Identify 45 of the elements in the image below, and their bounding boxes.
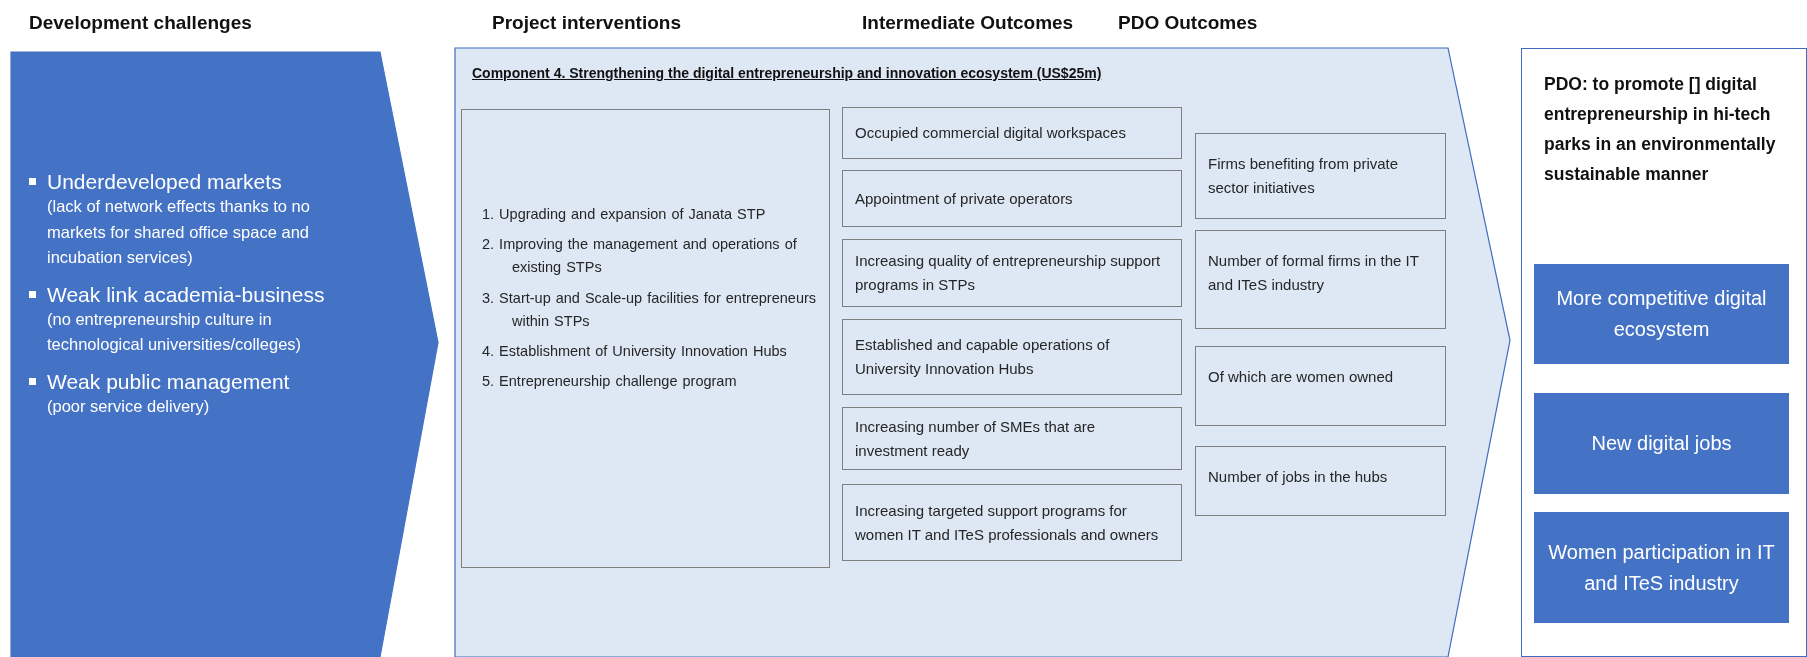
- challenge-heading: Weak public management: [29, 369, 368, 394]
- intervention-item: 5. Entrepreneurship challenge program: [482, 372, 738, 392]
- outcome-box: [1195, 346, 1446, 426]
- challenge-heading: Underdeveloped markets: [29, 170, 368, 194]
- result-box: [1534, 512, 1789, 623]
- outcome-box: [842, 170, 1182, 227]
- intervention-item: 1. Upgrading and expansion of Janata STP: [482, 205, 767, 224]
- outcome-text: Number of formal firms in the IT and ITeS industry: [1208, 251, 1420, 295]
- outcome-text: Appointment of private operators: [855, 188, 1073, 209]
- outcome-text: Increasing targeted support programs for women IT and ITeS professionals and owners: [855, 500, 1160, 545]
- outcome-text: Firms benefiting from private sector initiatives: [1208, 154, 1400, 198]
- column-heading: Project interventions: [492, 12, 681, 34]
- column-heading: PDO Outcomes: [1118, 12, 1258, 34]
- result-box: [1534, 264, 1789, 364]
- outcome-box: [842, 319, 1182, 395]
- outcome-text: Of which are women owned: [1208, 367, 1394, 387]
- outcome-box: [1195, 446, 1446, 516]
- outcome-text: Increasing number of SMEs that are investment ready: [855, 416, 1097, 461]
- intervention-item: 4. Establishment of University Innovation Hubs: [482, 341, 788, 361]
- outcome-text: Established and capable operations of University Innovation Hubs: [855, 335, 1111, 379]
- result-text: Women participation in IT and ITeS industry: [1547, 539, 1776, 596]
- result-text: More competitive digital ecosystem: [1555, 286, 1768, 342]
- outcome-box: [1195, 230, 1446, 329]
- outcome-text: Occupied commercial digital workspaces: [855, 123, 1126, 143]
- interventions-box: [461, 109, 830, 568]
- component-title: Component 4. Strengthening the digital entrepreneurship and innovation ecosystem (US$25m): [472, 65, 1102, 81]
- column-heading: Intermediate Outcomes: [862, 12, 1074, 34]
- outcome-box: [842, 407, 1182, 470]
- challenge-description: (no entrepreneurship culture in technological universities/colleges): [46, 308, 303, 356]
- outcome-box: [842, 484, 1182, 561]
- outcome-box: [1195, 133, 1446, 219]
- challenge-heading: Weak link academia-business: [29, 282, 368, 307]
- challenge-description: (lack of network effects thanks to no markets for shared office space and incubation services): [46, 196, 311, 269]
- objective-panel: [1521, 48, 1807, 657]
- objective-statement: PDO: to promote [] digital entrepreneurship in hi-tech parks in an environmentally sustainable manner: [1544, 73, 1777, 187]
- intervention-item: 2. Improving the management and operations of existing STPs: [482, 235, 798, 278]
- column-heading: Development challenges: [29, 12, 252, 34]
- result-box: [1534, 393, 1789, 494]
- challenge-description: (poor service delivery): [46, 395, 211, 417]
- result-text: New digital jobs: [1591, 431, 1732, 456]
- outcome-text: Number of jobs in the hubs: [1208, 467, 1388, 487]
- intervention-item: 3. Start-up and Scale-up facilities for entrepreneurs within STPs: [482, 288, 817, 331]
- outcome-text: Increasing quality of entrepreneurship support programs in STPs: [855, 251, 1162, 295]
- outcome-box: [842, 107, 1182, 159]
- outcome-box: [842, 239, 1182, 307]
